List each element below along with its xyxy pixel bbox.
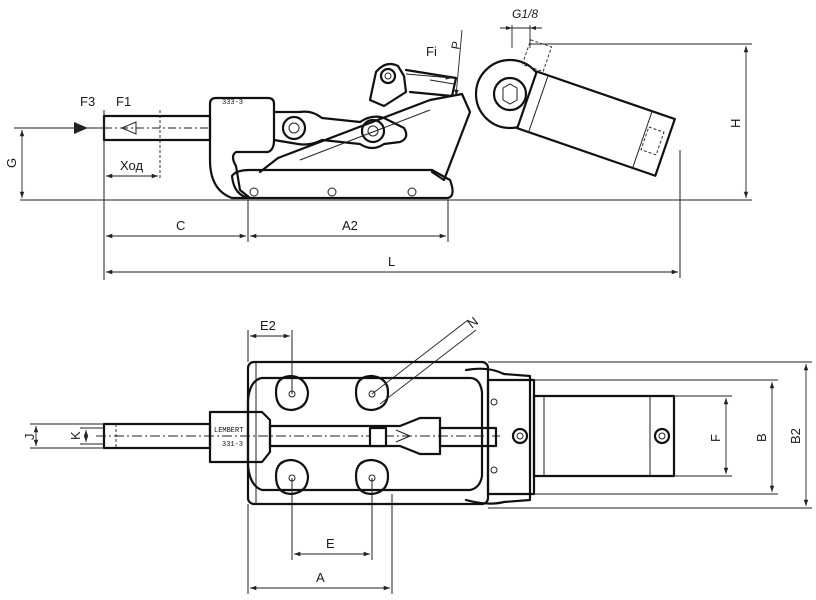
label-b2: B2: [788, 428, 803, 444]
label-g18: G1/8: [512, 7, 538, 21]
label-e2: E2: [260, 318, 276, 333]
label-a: A: [316, 570, 325, 585]
cylinder-body-top: [532, 394, 676, 478]
label-j: J: [22, 434, 37, 441]
label-e: E: [326, 536, 335, 551]
base-plate: [230, 168, 454, 200]
cylinder-mount: [464, 367, 532, 505]
force-arrow-f1: [120, 121, 137, 135]
side-view: 333-3: [4, 7, 752, 280]
svg-text:LEMBERT: LEMBERT: [214, 427, 243, 435]
label-k: K: [68, 431, 83, 440]
piston-rod-top: [438, 426, 498, 448]
pivot-pin-1: [281, 115, 307, 141]
label-fi: Fi: [426, 44, 437, 59]
cylinder-body: [516, 70, 676, 177]
label-p: P: [448, 40, 463, 50]
pivot-pin-2: [360, 118, 386, 144]
label-n: N: [464, 314, 481, 332]
front-housing: [208, 96, 276, 200]
hex-socket: [502, 83, 518, 105]
label-f3: F3: [80, 94, 95, 109]
label-a2: A2: [342, 218, 358, 233]
label-h: H: [728, 119, 743, 128]
svg-text:333-3: 333-3: [222, 99, 243, 107]
label-xod: Ход: [120, 158, 143, 173]
base-plate-top: [246, 360, 490, 506]
lever: [368, 62, 408, 108]
svg-text:331-3: 331-3: [222, 441, 243, 449]
linkage-top: [268, 416, 442, 456]
label-g: G: [4, 158, 19, 168]
slot-hole-tr: [354, 374, 390, 412]
slant-bracket: [258, 92, 472, 182]
label-c: C: [176, 218, 185, 233]
front-housing-top: [208, 410, 272, 464]
label-f1: F1: [116, 94, 131, 109]
pneumatic-cylinder: [516, 39, 676, 177]
label-b: B: [754, 433, 769, 442]
label-f: F: [708, 434, 723, 442]
lever-arm: [404, 68, 458, 98]
body-top: [246, 376, 484, 492]
label-l: L: [388, 254, 395, 269]
top-view: LEMBERT 331-3 E2 N J: [22, 314, 812, 594]
